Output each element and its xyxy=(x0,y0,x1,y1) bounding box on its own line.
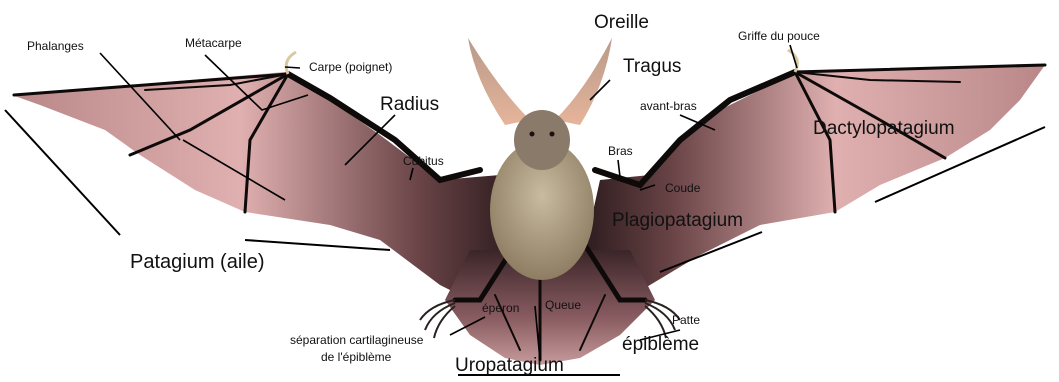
label-eperon: éperon xyxy=(482,301,519,315)
label-tragus: Tragus xyxy=(623,56,681,77)
label-patagium-aile: Patagium (aile) xyxy=(130,251,265,273)
label-queue: Queue xyxy=(545,298,581,312)
label-separation-2: de l'épiblème xyxy=(321,350,392,364)
left-ear xyxy=(468,38,530,125)
label-uropatagium: Uropatagium xyxy=(455,355,564,376)
left-thumb-claw-icon xyxy=(286,52,296,74)
label-cubitus: Cubitus xyxy=(403,154,444,168)
left-foot-claws-icon xyxy=(420,300,455,338)
left-wing-membrane xyxy=(12,72,520,300)
label-avant-bras: avant-bras xyxy=(640,99,697,113)
label-bras: Bras xyxy=(608,144,633,158)
label-metacarpe: Métacarpe xyxy=(185,36,242,50)
label-plagiopatagium: Plagiopatagium xyxy=(612,210,743,231)
label-dactylopatagium: Dactylopatagium xyxy=(813,118,955,139)
label-patte: Patte xyxy=(672,313,700,327)
label-oreille: Oreille xyxy=(594,12,649,33)
label-coude: Coude xyxy=(665,181,701,195)
label-separation-1: séparation cartilagineuse xyxy=(290,333,424,347)
label-griffe-pouce: Griffe du pouce xyxy=(738,29,820,43)
label-phalanges: Phalanges xyxy=(27,39,84,53)
bat-head xyxy=(514,110,570,170)
label-radius: Radius xyxy=(380,94,439,115)
right-ear xyxy=(555,38,612,125)
label-epibleme: épiblème xyxy=(622,334,699,355)
label-carpe: Carpe (poignet) xyxy=(309,60,392,74)
